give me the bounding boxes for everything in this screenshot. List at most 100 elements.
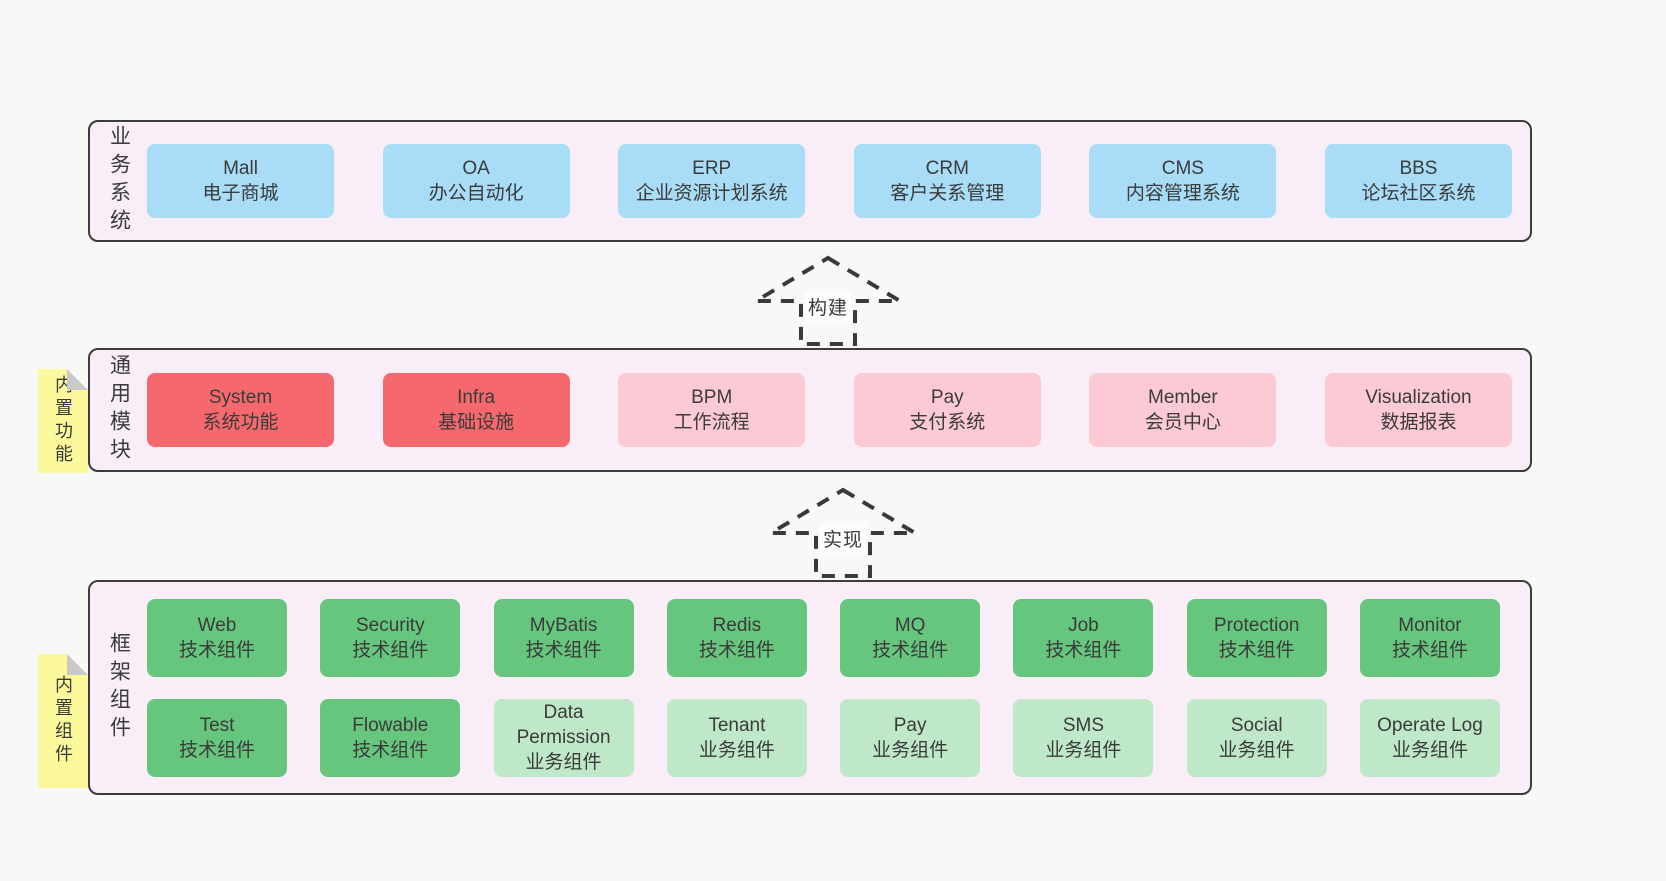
module-subtitle: 工作流程 [673,412,750,433]
component-box-test: Test 技术组件 [147,698,287,777]
component-title: Operate Log [1377,714,1483,736]
module-box-oa: OA 办公自动化 [382,144,570,218]
component-box-mq: MQ 技术组件 [840,598,981,677]
arrow-label-implement: 实现 [819,524,867,553]
component-box-redis: Redis 技术组件 [666,598,807,677]
component-subtitle: 技术组件 [872,639,949,661]
component-box-job: Job 技术组件 [1013,598,1154,677]
module-box-cms: CMS 内容管理系统 [1089,144,1277,218]
module-subtitle: 系统功能 [202,412,279,433]
band-business-systems: 业务系统 Mall 电子商城 OA 办公自动化 ERP 企业资源计划系统 CRM… [88,120,1532,242]
module-title: System [208,387,273,408]
sticky-label: 内置组件 [53,675,73,767]
module-subtitle: 办公自动化 [428,183,524,204]
component-title: Test [199,714,235,736]
band-label-framework-components: 框架组件 [107,631,131,744]
component-box-security: Security 技术组件 [320,598,461,677]
component-title: Web [197,614,237,636]
component-box-operate-log: Operate Log 业务组件 [1359,698,1500,777]
dashed-up-arrow-build: 构建 [753,255,903,347]
sticky-note-built-in-components: 内置组件 [38,654,88,788]
module-box-bbs: BBS 论坛社区系统 [1324,144,1512,218]
component-title: Protection [1213,614,1300,636]
component-title: Monitor [1398,614,1462,636]
component-box-flowable: Flowable 技术组件 [320,698,461,777]
component-box-mybatis: MyBatis 技术组件 [493,598,634,677]
module-title: BBS [1399,158,1438,179]
component-subtitle: 技术组件 [1218,639,1295,661]
module-title: Visualization [1365,387,1472,408]
module-subtitle: 客户关系管理 [890,183,1005,204]
component-subtitle: 技术组件 [525,639,602,661]
component-title: Job [1068,614,1099,636]
component-subtitle: 技术组件 [178,739,255,761]
band-label-business-systems: 业务系统 [107,125,131,237]
component-box-sms: SMS 业务组件 [1013,698,1154,777]
module-box-visualization: Visualization 数据报表 [1324,373,1512,447]
component-subtitle: 技术组件 [698,639,775,661]
component-title: Pay [893,714,927,736]
dashed-up-arrow-implement: 实现 [768,487,918,579]
component-box-protection: Protection 技术组件 [1186,598,1327,677]
component-title: Data Permission [516,702,611,748]
component-subtitle: 业务组件 [1391,739,1468,761]
component-box-data-permission: Data Permission 业务组件 [493,698,634,777]
component-subtitle: 技术组件 [1391,639,1468,661]
module-title: CMS [1161,158,1204,179]
component-subtitle: 业务组件 [1045,739,1122,761]
component-title: Security [355,614,425,636]
module-box-crm: CRM 客户关系管理 [853,144,1041,218]
band-label-common-modules: 通用模块 [107,354,131,466]
component-subtitle: 技术组件 [352,739,429,761]
up-arrow-icon [753,255,903,346]
module-box-bpm: BPM 工作流程 [618,373,806,447]
band1-boxes: Mall 电子商城 OA 办公自动化 ERP 企业资源计划系统 CRM 客户关系… [147,122,1530,240]
module-title: Infra [457,387,496,408]
band-common-modules: 通用模块 System 系统功能 Infra 基础设施 BPM 工作流程 Pay… [88,348,1532,472]
module-subtitle: 电子商城 [202,183,279,204]
component-subtitle: 技术组件 [178,639,255,661]
module-box-mall: Mall 电子商城 [147,144,334,218]
module-subtitle: 支付系统 [909,412,986,433]
component-subtitle: 技术组件 [352,639,429,661]
component-title: Tenant [708,714,766,736]
component-box-monitor: Monitor 技术组件 [1359,598,1500,677]
component-box-tenant: Tenant 业务组件 [666,698,807,777]
sticky-fold-corner [67,654,88,675]
band2-boxes: System 系统功能 Infra 基础设施 BPM 工作流程 Pay 支付系统… [147,350,1530,470]
up-arrow-icon [768,487,918,578]
sticky-fold-corner [67,369,88,390]
component-subtitle: 技术组件 [1045,639,1122,661]
module-box-system: System 系统功能 [147,373,334,447]
module-subtitle: 基础设施 [438,412,515,433]
sticky-note-built-in-features: 内置功能 [38,369,88,473]
component-box-web: Web 技术组件 [147,598,287,677]
band-framework-components: 框架组件 Web 技术组件 Security 技术组件 MyBatis 技术组件… [88,580,1532,795]
component-title: MyBatis [529,614,598,636]
module-box-erp: ERP 企业资源计划系统 [618,144,806,218]
component-subtitle: 业务组件 [525,752,602,773]
component-title: Redis [712,614,762,636]
module-subtitle: 会员中心 [1144,412,1221,433]
component-box-social: Social 业务组件 [1186,698,1327,777]
sticky-label: 内置功能 [53,375,73,467]
module-title: Pay [930,387,964,408]
module-box-member: Member 会员中心 [1089,373,1277,447]
module-title: BPM [691,387,733,408]
component-title: Flowable [352,714,429,736]
component-title: SMS [1062,714,1104,736]
module-subtitle: 内容管理系统 [1125,183,1240,204]
arrow-label-build: 构建 [804,292,852,321]
module-title: CRM [925,158,969,179]
module-title: Mall [223,158,258,179]
component-box-pay: Pay 业务组件 [840,698,981,777]
module-title: ERP [692,158,732,179]
module-box-pay: Pay 支付系统 [853,373,1041,447]
component-subtitle: 业务组件 [1218,739,1295,761]
module-subtitle: 论坛社区系统 [1361,183,1476,204]
component-subtitle: 业务组件 [872,739,949,761]
component-title: MQ [894,614,926,636]
component-title: Social [1230,714,1283,736]
component-subtitle: 业务组件 [698,739,775,761]
